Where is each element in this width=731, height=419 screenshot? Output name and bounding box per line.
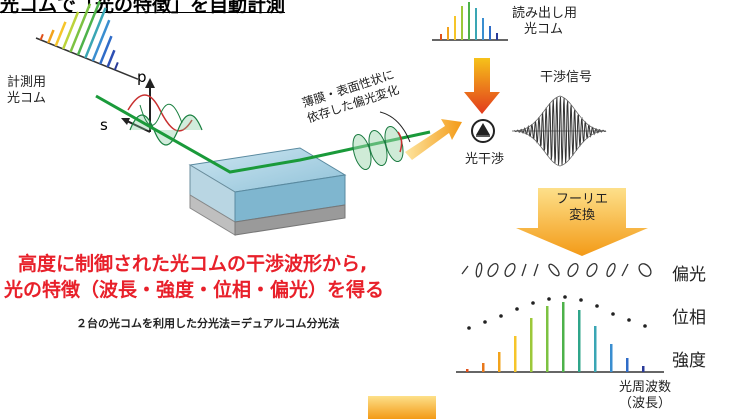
- sample-slab: [188, 147, 347, 236]
- measure-comb-label: 計測用光コム: [7, 75, 47, 106]
- intensity-spectrum: [456, 302, 664, 373]
- read-comb-spectrum: [432, 2, 508, 41]
- read-comb-label: 読み出し用光コム: [512, 6, 578, 37]
- s-pol-label: s: [100, 116, 108, 134]
- row-label-polarization: 偏光: [672, 265, 706, 285]
- axis-label: 光周波数（波長）: [618, 380, 671, 411]
- fourier-arrow: [516, 188, 648, 256]
- polarization-row: [461, 262, 652, 278]
- bottom-arrow: [368, 396, 436, 419]
- page-title: 光コムで「光の特徴」を自動計測: [0, 0, 286, 16]
- row-label-intensity: 強度: [672, 351, 706, 371]
- p-pol-label: p: [137, 68, 147, 86]
- interference-signal: [512, 95, 607, 167]
- signal-label: 干渉信号: [540, 70, 593, 85]
- interference-label: 光干渉: [465, 152, 505, 167]
- sub-text: ２台の光コムを利用した分光法＝デュアルコム分光法: [76, 317, 340, 330]
- phase-row: [467, 295, 647, 330]
- main-text-2: 光の特徴（波長・強度・位相・偏光）を得る: [4, 279, 385, 301]
- row-label-phase: 位相: [672, 308, 706, 328]
- measure-comb-spectrum: [35, 0, 139, 80]
- fourier-label: フーリエ変換: [555, 192, 608, 223]
- reflected-wave: [352, 125, 404, 171]
- main-text-1: 高度に制御された光コムの干渉波形から,: [18, 253, 368, 275]
